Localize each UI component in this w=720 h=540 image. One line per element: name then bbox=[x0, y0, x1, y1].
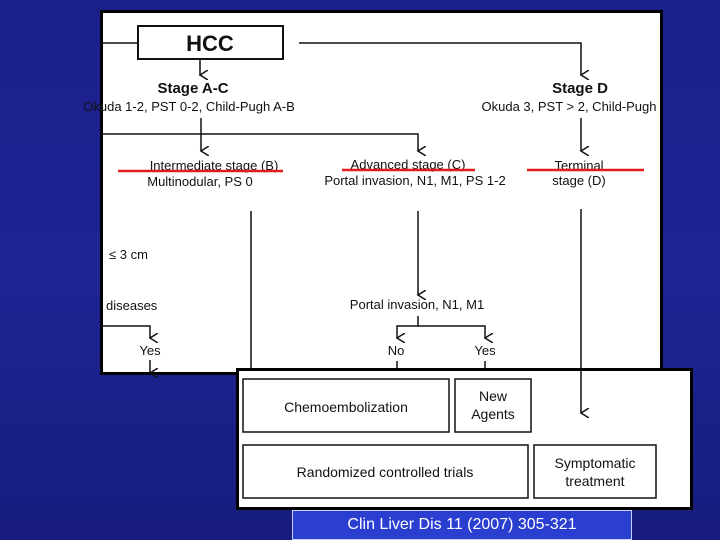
answer-yes-label: Yes bbox=[474, 343, 496, 358]
left-yes-label: Yes bbox=[139, 343, 161, 358]
arrow-portal-to-no bbox=[397, 316, 419, 338]
portal-invasion-question: Portal invasion, N1, M1 bbox=[350, 297, 484, 312]
answer-no-label: No bbox=[388, 343, 405, 358]
symptomatic-label-line1: Symptomatic bbox=[555, 455, 636, 471]
left-size-criterion: ≤ 3 cm bbox=[109, 247, 148, 262]
chemoembolization-label: Chemoembolization bbox=[284, 399, 408, 415]
new-agents-label-line1: New bbox=[479, 388, 508, 404]
flowchart-upper-panel: HCC Stage A-C Okuda 1-2, PST 0-2, Child-… bbox=[83, 10, 663, 378]
symptomatic-box bbox=[533, 444, 657, 499]
new-agents-label-line2: Agents bbox=[471, 406, 515, 422]
terminal-stage-title-line2: stage (D) bbox=[552, 173, 605, 188]
chemoembolization-box bbox=[242, 378, 450, 433]
stage-d-title: Stage D bbox=[552, 80, 608, 97]
stage-d-criteria: Okuda 3, PST > 2, Child-Pugh bbox=[482, 99, 657, 114]
advanced-stage-title: Advanced stage (C) bbox=[351, 157, 466, 172]
stage-ac-title: Stage A-C bbox=[157, 80, 228, 97]
treatments-svg: Chemoembolization New Agents Randomized … bbox=[242, 371, 657, 499]
symptomatic-label-line2: treatment bbox=[565, 473, 624, 489]
treatments-lower-panel: Chemoembolization New Agents Randomized … bbox=[236, 368, 693, 510]
arrow-left-yes bbox=[103, 325, 150, 338]
arrow-stage-ac-to-advanced bbox=[103, 133, 418, 151]
citation-label: Clin Liver Dis 11 (2007) 305-321 bbox=[292, 510, 632, 540]
intermediate-stage-title: Intermediate stage (B) bbox=[150, 158, 279, 173]
arrow-hcc-to-stage-d bbox=[299, 42, 581, 75]
advanced-stage-detail: Portal invasion, N1, M1, PS 1-2 bbox=[324, 173, 505, 188]
new-agents-box bbox=[454, 378, 532, 433]
arrow-portal-to-yes bbox=[418, 325, 485, 338]
intermediate-stage-detail: Multinodular, PS 0 bbox=[147, 174, 253, 189]
hcc-root-label: HCC bbox=[186, 31, 234, 56]
flowchart-upper-svg: HCC Stage A-C Okuda 1-2, PST 0-2, Child-… bbox=[83, 25, 657, 378]
stage-ac-criteria: Okuda 1-2, PST 0-2, Child-Pugh A-B bbox=[83, 99, 294, 114]
rct-label: Randomized controlled trials bbox=[297, 464, 474, 480]
rct-box bbox=[242, 444, 529, 499]
left-diseases-label: diseases bbox=[106, 298, 158, 313]
